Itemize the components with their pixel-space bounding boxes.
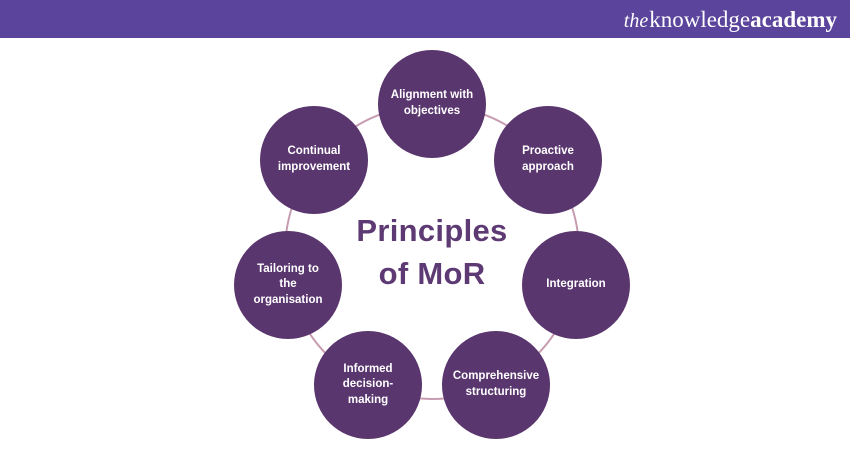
node-label: Proactive approach — [522, 145, 574, 173]
node-label: Continual improvement — [277, 145, 351, 173]
diagram-title: Principles of MoR — [356, 213, 508, 292]
node-label: Informed decision- making — [342, 362, 394, 406]
node-comprehensive-structuring: Comprehensive structuring — [442, 331, 550, 439]
node-alignment-with-objectives: Alignment with objectives — [378, 50, 486, 158]
header-bar: theknowledgeacademy — [0, 0, 850, 38]
logo-word-the: the — [623, 9, 649, 32]
node-proactive-approach: Proactive approach — [494, 106, 602, 214]
node-label: Tailoring to the organisation — [253, 262, 323, 306]
logo-word-knowledge: knowledge — [649, 6, 751, 32]
node-label: Integration — [546, 278, 606, 291]
node-label: Comprehensive structuring — [452, 370, 540, 398]
brand-logo: theknowledgeacademy — [624, 8, 837, 31]
logo-word-academy: academy — [750, 6, 837, 32]
node-integration: Integration — [522, 231, 630, 339]
node-tailoring-to-the-organisation: Tailoring to the organisation — [234, 231, 342, 339]
node-continual-improvement: Continual improvement — [260, 106, 368, 214]
node-informed-decision-making: Informed decision- making — [314, 331, 422, 439]
node-label: Alignment with objectives — [390, 89, 474, 117]
